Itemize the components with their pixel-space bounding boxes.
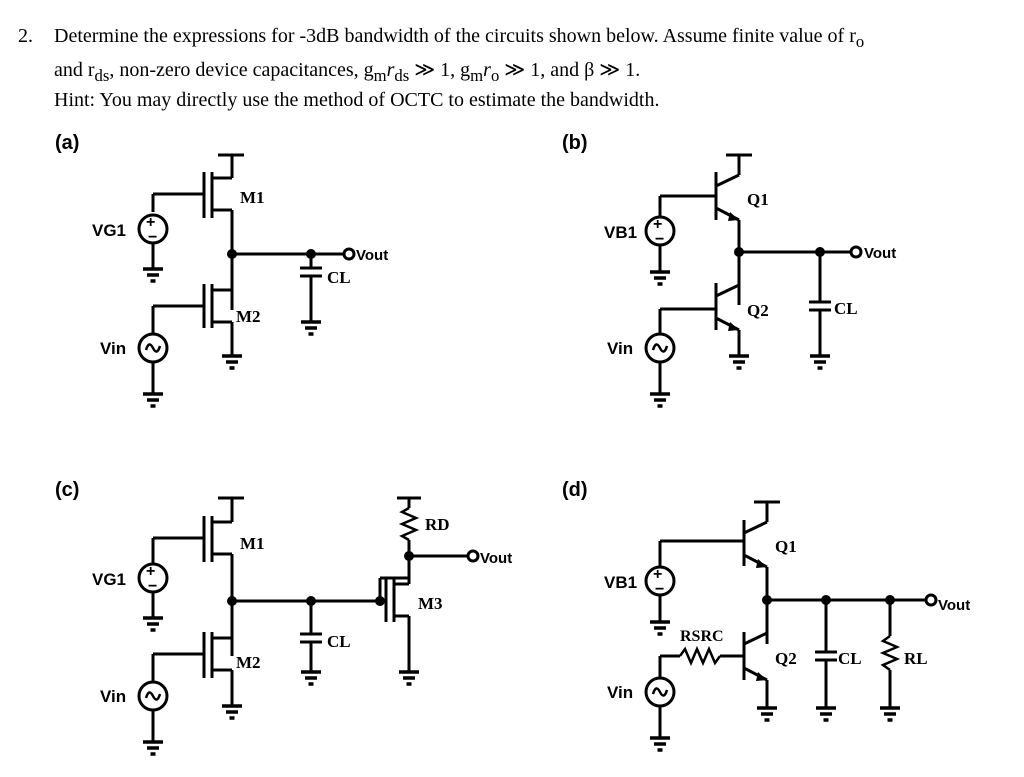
panel-c-m3: M3 bbox=[418, 594, 443, 613]
panel-d-q1: Q1 bbox=[775, 537, 797, 556]
circuit-b: (b) bbox=[562, 132, 863, 408]
panel-d-q2: Q2 bbox=[775, 649, 797, 668]
panel-a-label: (a) bbox=[55, 132, 79, 154]
panel-a-cl: CL bbox=[327, 268, 351, 287]
panel-a-vg: VG1 bbox=[92, 221, 126, 240]
panel-c-cl: CL bbox=[327, 632, 351, 651]
panel-b-q1: Q1 bbox=[747, 190, 769, 209]
question-line-2: and rds, non-zero device capacitances, g… bbox=[54, 59, 641, 85]
panel-c-m1: M1 bbox=[240, 534, 265, 553]
panel-c-m2: M2 bbox=[236, 653, 261, 672]
panel-c-rd: RD bbox=[425, 515, 450, 534]
panel-d-vb-minus: − bbox=[655, 581, 664, 598]
panel-b-vb: VB1 bbox=[604, 223, 637, 242]
panel-c-vin: Vin bbox=[100, 687, 126, 706]
panel-b-vin: Vin bbox=[607, 339, 633, 358]
circuit-d-labels: Q1 Q2 VB1 Vin Vout CL RL RSRC + − bbox=[604, 537, 970, 702]
panel-d-rl: RL bbox=[904, 649, 928, 668]
question-number: 2. bbox=[18, 25, 33, 47]
panel-d-label: (d) bbox=[562, 479, 588, 501]
panel-a-m1: M1 bbox=[240, 188, 265, 207]
panel-a-vin: Vin bbox=[100, 339, 126, 358]
question-line-1: Determine the expressions for -3dB bandw… bbox=[54, 25, 865, 51]
panel-c-vg-plus: + bbox=[146, 563, 155, 580]
circuit-d: (d) bbox=[562, 479, 938, 752]
circuit-b-labels: Q1 Q2 VB1 Vin Vout CL + − bbox=[604, 190, 896, 358]
panel-c-vg: VG1 bbox=[92, 570, 126, 589]
panel-d-vout: Vout bbox=[938, 597, 970, 614]
panel-c-label: (c) bbox=[55, 479, 79, 501]
circuit-c: (c) bbox=[55, 479, 480, 756]
panel-a-vout: Vout bbox=[356, 247, 388, 264]
panel-a-m2: M2 bbox=[236, 307, 261, 326]
panel-d-cl: CL bbox=[838, 649, 862, 668]
panel-b-q2: Q2 bbox=[747, 301, 769, 320]
panel-d-vin: Vin bbox=[607, 683, 633, 702]
panel-b-vout: Vout bbox=[864, 245, 896, 262]
circuit-a: (a) bbox=[55, 132, 356, 408]
panel-c-vout: Vout bbox=[480, 550, 512, 567]
panel-b-vb-minus: − bbox=[655, 231, 664, 248]
panel-c-vg-minus: − bbox=[148, 578, 157, 595]
panel-a-vg-plus: + bbox=[146, 214, 155, 231]
panel-b-vb-plus: + bbox=[653, 216, 662, 233]
hint-text: Hint: You may directly use the method of… bbox=[54, 89, 660, 111]
panel-d-vb: VB1 bbox=[604, 573, 637, 592]
panel-d-vb-plus: + bbox=[653, 566, 662, 583]
panel-b-label: (b) bbox=[562, 132, 588, 154]
panel-d-rsrc: RSRC bbox=[680, 628, 724, 645]
panel-a-vg-minus: − bbox=[148, 229, 157, 246]
circuit-c-labels: M1 M2 M3 RD VG1 Vin Vout CL + − bbox=[92, 515, 512, 706]
panel-b-cl: CL bbox=[834, 299, 858, 318]
circuit-a-labels: M1 M2 VG1 Vin Vout CL + − bbox=[92, 188, 388, 358]
